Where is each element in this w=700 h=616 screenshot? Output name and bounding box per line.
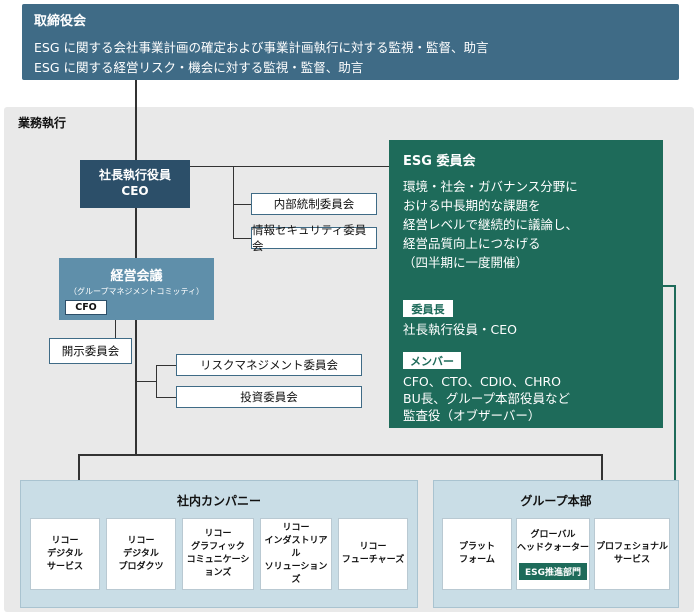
risk-management-committee: リスクマネジメント委員会 <box>176 354 362 376</box>
unit-digital-products: リコー デジタル プロダクツ <box>106 518 176 590</box>
connector-mgmt-committees-v <box>156 365 157 398</box>
unit-graphic-communications: リコー グラフィック コミュニケーションズ <box>182 518 254 590</box>
connector-board-ceo <box>135 80 137 160</box>
unit-label: リコー グラフィック コミュニケーションズ <box>186 529 250 578</box>
internal-companies-title: 社内カンパニー <box>176 494 261 508</box>
connector-investment <box>156 397 176 398</box>
chair-value: 社長執行役員・CEO <box>403 322 517 337</box>
members-label: メンバー <box>403 352 461 369</box>
connector-internal-control <box>233 204 251 205</box>
esg-desc-line: （四半期に一度開催） <box>403 255 529 270</box>
cfo-badge: CFO <box>65 300 107 315</box>
connector-risk <box>156 365 176 366</box>
esg-desc-line: 経営品質向上につなげる <box>403 236 541 251</box>
internal-control-committee: 内部統制委員会 <box>251 193 377 215</box>
connector-bottom-bus <box>78 454 603 456</box>
connector-mgmt-committees <box>136 381 156 382</box>
ceo-label: CEO <box>121 184 149 198</box>
connector-ceo-esg <box>190 166 389 167</box>
connector-ceo-mgmt <box>135 208 137 258</box>
unit-label: リコー フューチャーズ <box>341 542 405 565</box>
unit-professional-services: プロフェショナル サービス <box>594 518 670 590</box>
ceo-title: 社長執行役員 <box>98 168 171 182</box>
unit-label: グローバル ヘッドクォーター <box>517 530 590 553</box>
connector-infosec <box>233 238 251 239</box>
unit-futures: リコー フューチャーズ <box>338 518 408 590</box>
management-meeting-subtitle: （グループマネジメントコミッティ） <box>68 287 205 296</box>
group-hq-title: グループ本部 <box>520 494 592 508</box>
esg-committee-description: 環境・社会・ガバナンス分野に おける中長期的な課題を 経営レベルで継続的に議論し… <box>403 177 578 272</box>
connector-internal-companies <box>78 454 80 480</box>
esg-desc-line: 経営レベルで継続的に議論し、 <box>403 217 579 232</box>
investment-committee: 投資委員会 <box>176 386 362 408</box>
unit-label: リコー デジタル サービス <box>46 535 83 572</box>
connector-group-hq <box>601 454 603 480</box>
esg-desc-line: おける中長期的な課題を <box>403 198 541 213</box>
member-line: CFO、CTO、CDIO、CHRO <box>403 374 561 389</box>
board-of-directors: 取締役会 ESG に関する会社事業計画の確定および事業計画執行に対する監視・監督… <box>22 4 679 80</box>
esg-committee: ESG 委員会 環境・社会・ガバナンス分野に おける中長期的な課題を 経営レベル… <box>389 140 663 428</box>
board-duty-2: ESG に関する経営リスク・機会に対する監視・監督、助言 <box>34 60 364 75</box>
members-list: CFO、CTO、CDIO、CHRO BU長、グループ本部役員など 監査役（オブザ… <box>403 373 570 424</box>
member-line: 監査役（オブザーバー） <box>403 408 541 423</box>
unit-industrial-solutions: リコー インダストリアル ソリューションズ <box>260 518 332 590</box>
infosec-committee: 情報セキュリティ委員会 <box>251 223 377 253</box>
unit-label: リコー デジタル プロダクツ <box>118 535 164 572</box>
esg-promotion-dept: ESG推進部門 <box>519 563 587 580</box>
board-title: 取締役会 <box>34 14 87 29</box>
esg-desc-line: 環境・社会・ガバナンス分野に <box>403 179 578 194</box>
unit-label: リコー インダストリアル ソリューションズ <box>264 522 328 585</box>
chair-label: 委員長 <box>403 300 453 317</box>
esg-committee-title: ESG 委員会 <box>403 154 476 169</box>
connector-esg-dept-top <box>663 285 676 287</box>
member-line: BU長、グループ本部役員など <box>403 391 570 406</box>
connector-mgmt-down <box>135 320 137 454</box>
connector-ceo-committees <box>233 166 234 238</box>
connector-mgmt-disclosure <box>115 320 116 338</box>
ceo-box: 社長執行役員 CEO <box>80 160 190 208</box>
unit-label: プロフェショナル サービス <box>595 542 668 565</box>
business-execution-label: 業務執行 <box>18 116 67 130</box>
unit-platform: プラット フォーム <box>442 518 512 590</box>
unit-digital-services: リコー デジタル サービス <box>30 518 100 590</box>
management-meeting-title: 経営会議 <box>110 269 163 284</box>
unit-label: プラット フォーム <box>458 542 495 565</box>
disclosure-committee: 開示委員会 <box>49 338 132 364</box>
board-duty-1: ESG に関する会社事業計画の確定および事業計画執行に対する監視・監督、助言 <box>34 40 489 55</box>
connector-esg-dept-v <box>674 285 676 573</box>
